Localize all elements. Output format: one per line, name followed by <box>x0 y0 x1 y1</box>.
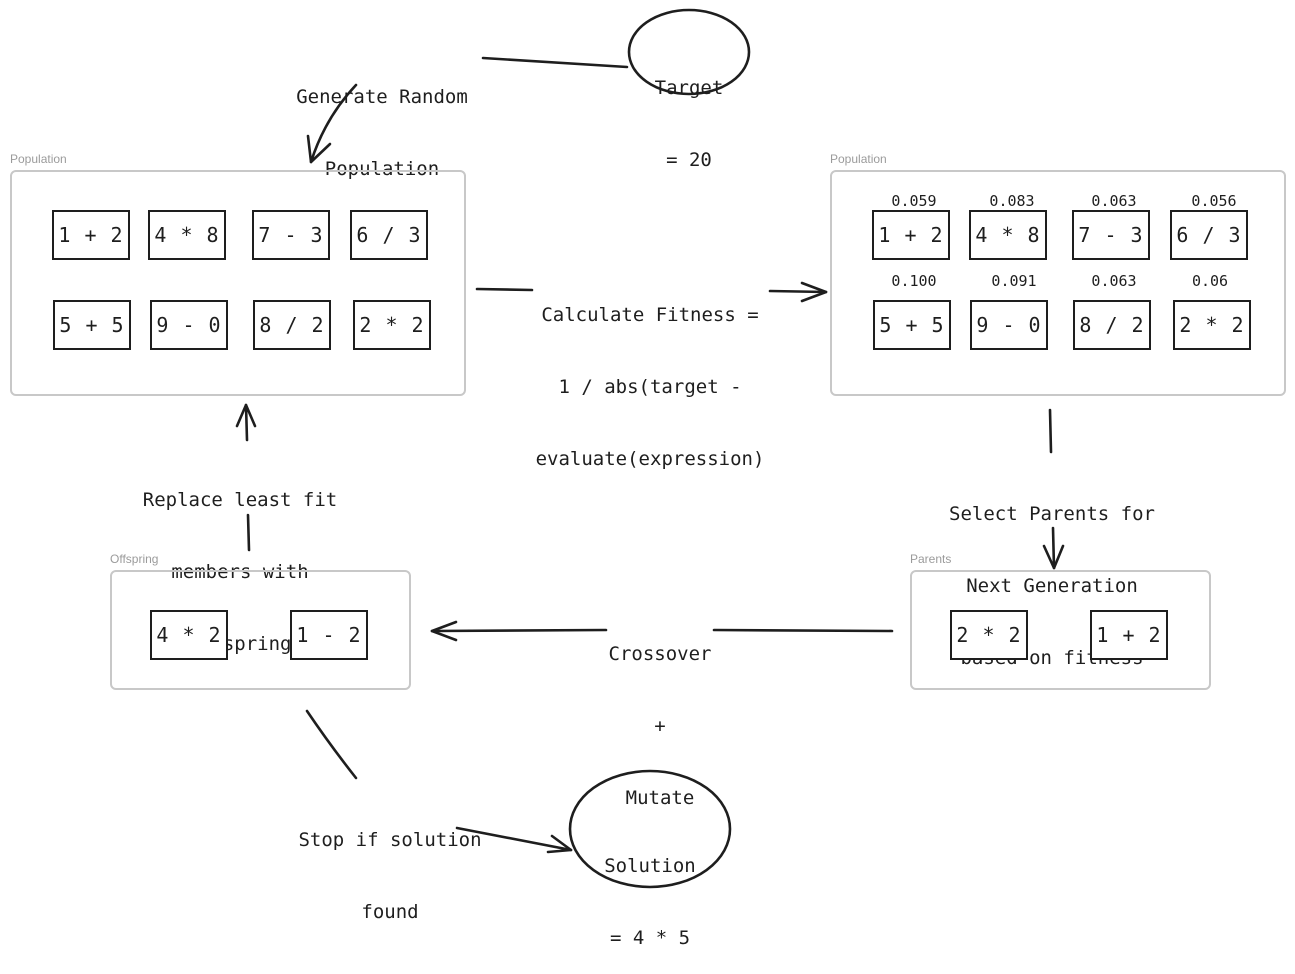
fitness-note-line: Calculate Fitness = <box>541 304 759 326</box>
select-note-line: Next Generation <box>966 575 1138 597</box>
replace-note: Replace least fit members with offspring <box>130 440 350 680</box>
select-arrowhead <box>1042 544 1065 570</box>
fitness-arrowhead <box>800 281 828 303</box>
crossover-arrow <box>430 628 608 633</box>
fitness-value: 0.059 <box>891 192 937 210</box>
select-note-line: Select Parents for <box>949 503 1155 525</box>
expression-card: 4 * 8 <box>148 210 226 260</box>
target-line2: = 20 <box>666 149 712 171</box>
replace-arrowhead <box>235 403 257 428</box>
generate-arrowhead <box>306 134 332 164</box>
expression-card: 1 + 2 <box>1090 610 1168 660</box>
stop-note-line: found <box>361 901 419 923</box>
expression-card: 7 - 3 <box>252 210 330 260</box>
fitness-value: 0.100 <box>891 272 937 290</box>
generate-note-line: Population <box>324 158 440 180</box>
crossover-note-line: + <box>654 715 666 737</box>
target-label: Target = 20 <box>639 28 739 196</box>
replace-arrow <box>244 403 249 442</box>
fitness-value: 0.056 <box>1191 192 1237 210</box>
replace-note-line: Replace least fit <box>142 489 338 511</box>
stop-arrowhead <box>546 834 573 854</box>
population-initial-frame: 1 + 2 4 * 8 7 - 3 6 / 3 5 + 5 9 - 0 8 / … <box>10 170 466 396</box>
fitness-value: 0.063 <box>1091 272 1137 290</box>
diagram-canvas <box>235 8 1065 889</box>
expression-card: 6 / 3 <box>350 210 428 260</box>
fitness-value: 0.06 <box>1191 272 1229 290</box>
fitness-arrow <box>768 289 828 294</box>
expression-card: 5 + 5 <box>53 300 131 350</box>
select-connector <box>1048 408 1053 454</box>
crossover-note: Crossover + Mutate <box>600 594 720 834</box>
stop-arrow <box>455 826 573 852</box>
expression-card: 6 / 3 <box>1170 210 1248 260</box>
generate-note-line: Generate Random <box>296 86 468 108</box>
expression-card: 8 / 2 <box>1073 300 1151 350</box>
stop-note: Stop if solution found <box>280 780 500 948</box>
population-scored-label: Population <box>830 152 887 166</box>
expression-card: 9 - 0 <box>970 300 1048 350</box>
fitness-connector <box>475 287 534 292</box>
expression-card: 5 + 5 <box>873 300 951 350</box>
expression-card: 2 * 2 <box>1173 300 1251 350</box>
crossover-note-line: Mutate <box>625 787 695 809</box>
parents-frame: 2 * 2 1 + 2 <box>910 570 1211 690</box>
replace-note-line: members with <box>171 561 309 583</box>
target-node <box>627 8 751 96</box>
fitness-value: 0.091 <box>991 272 1037 290</box>
generate-note: Generate Random Population <box>282 37 482 205</box>
crossover-arrowhead <box>430 620 458 642</box>
target-line1: Target <box>654 77 724 99</box>
expression-card: 9 - 0 <box>150 300 228 350</box>
solution-line2: = 4 * 5 <box>609 927 691 949</box>
select-arrow <box>1051 526 1056 570</box>
fitness-value: 0.063 <box>1091 192 1137 210</box>
offspring-label: Offspring <box>110 552 159 566</box>
population-scored-frame: 0.059 0.083 0.063 0.056 1 + 2 4 * 8 7 - … <box>830 170 1286 396</box>
expression-card: 4 * 8 <box>969 210 1047 260</box>
crossover-connector <box>712 628 894 633</box>
crossover-note-line: Crossover <box>608 643 712 665</box>
target-connector <box>481 56 629 69</box>
solution-node <box>568 769 732 889</box>
expression-card: 2 * 2 <box>353 300 431 350</box>
fitness-note-line: 1 / abs(target - <box>558 376 742 398</box>
fitness-value: 0.083 <box>989 192 1035 210</box>
fitness-note: Calculate Fitness = 1 / abs(target - eva… <box>525 255 775 495</box>
population-initial-label: Population <box>10 152 67 166</box>
expression-card: 1 + 2 <box>872 210 950 260</box>
parents-label: Parents <box>910 552 952 566</box>
expression-card: 8 / 2 <box>253 300 331 350</box>
stop-connector <box>305 709 358 780</box>
expression-card: 4 * 2 <box>150 610 228 660</box>
offspring-frame: 4 * 2 1 - 2 <box>110 570 411 690</box>
expression-card: 7 - 3 <box>1072 210 1150 260</box>
replace-connector <box>246 513 251 552</box>
fitness-note-line: evaluate(expression) <box>535 448 765 470</box>
expression-card: 1 - 2 <box>290 610 368 660</box>
solution-line1: Solution <box>604 855 696 877</box>
generate-arrow <box>309 83 358 164</box>
expression-card: 1 + 2 <box>52 210 130 260</box>
expression-card: 2 * 2 <box>950 610 1028 660</box>
stop-note-line: Stop if solution <box>298 829 482 851</box>
